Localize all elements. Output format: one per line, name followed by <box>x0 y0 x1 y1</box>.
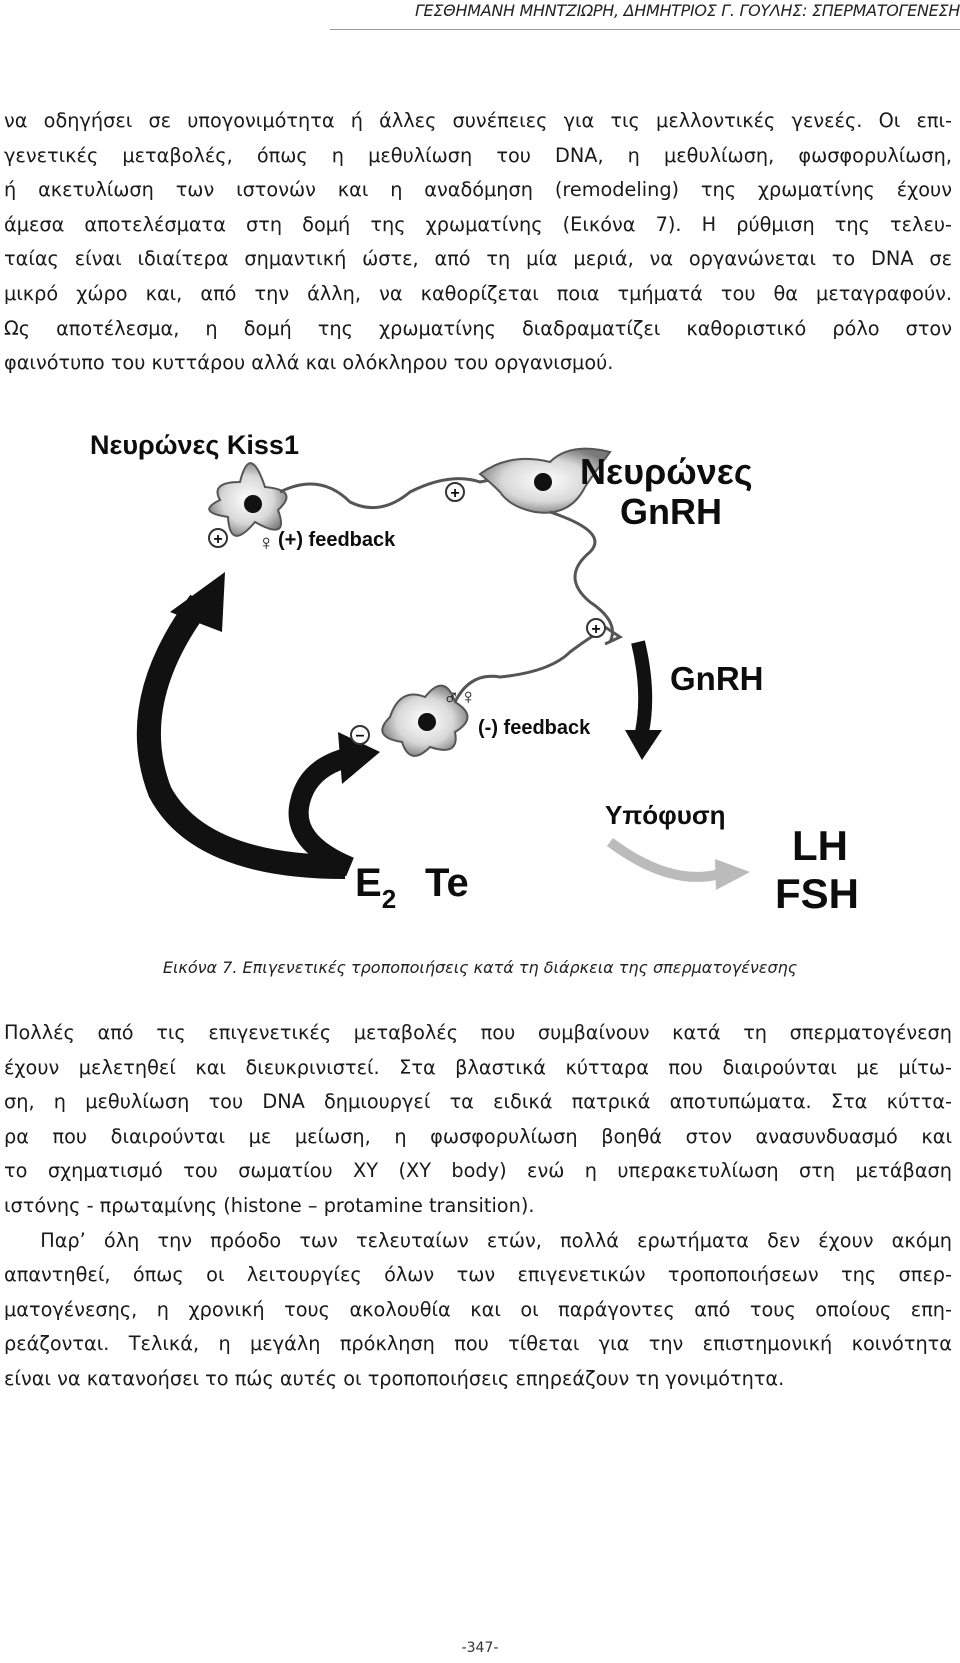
female-symbol-2: ♀ <box>460 684 477 709</box>
testosterone-label: Te <box>425 861 469 905</box>
running-header: ΓΕΣΘΗΜΑΝΗ ΜΗΝΤΖΙΩΡΗ, ΔΗΜΗΤΡΙΟΣ Γ. ΓΟΥΛΗΣ… <box>0 0 960 48</box>
text-line: ματογένεσης, η χρονική τους ακολουθία κα… <box>4 1297 952 1321</box>
text-line: ση, η μεθυλίωση του DNA δημιουργεί τα ει… <box>4 1090 952 1114</box>
plus-sign-1: + <box>208 528 228 548</box>
arrowhead-second <box>338 732 380 784</box>
female-symbol-1: ♀ <box>258 530 275 555</box>
text-line: να οδηγήσει σε υπογονιμότητα ή άλλες συν… <box>4 109 952 132</box>
svg-text:+: + <box>450 485 459 502</box>
text-line: μικρό χώρο και, από την άλλη, να καθορίζ… <box>4 281 952 305</box>
paragraph-2: Πολλές από τις επιγενετικές μεταβολές πο… <box>4 1016 952 1397</box>
kiss1-neuron <box>208 462 288 537</box>
gnrh-nucleus <box>534 473 552 491</box>
text-line: ιστόνης - πρωταμίνης (histone – protamin… <box>4 1193 535 1217</box>
pituitary-arrow <box>607 837 722 882</box>
text-line: έχουν μελετηθεί και διευκρινιστεί. Στα β… <box>4 1055 952 1079</box>
paragraph-1: να οδηγήσει σε υπογονιμότητα ή άλλες συν… <box>4 104 952 381</box>
kiss1-nucleus <box>244 495 262 513</box>
minus-sign: − <box>350 725 370 745</box>
gnrh-neurons-label-1: Νευρώνες <box>580 451 753 492</box>
lh-label: LH <box>792 822 848 869</box>
figure-caption: Εικόνα 7. Επιγενετικές τροποποιήσεις κατ… <box>162 958 798 977</box>
text-line: το σχηματισμό του σωματίου XY (XY body) … <box>4 1159 952 1183</box>
plus-sign-3: + <box>586 618 606 638</box>
pituitary-arrowhead <box>715 859 750 890</box>
svg-text:−: − <box>355 728 364 745</box>
positive-feedback-label: (+) feedback <box>278 529 396 551</box>
text-line: ρεάζονται. Τελικά, η μεγάλη πρόκληση που… <box>4 1332 952 1356</box>
text-line: είναι να κατανοήσει το πώς αυτές οι τροπ… <box>4 1366 785 1390</box>
text-line: Παρ’ όλη την πρόοδο των τελευταίων ετών,… <box>4 1228 952 1252</box>
estradiol-label: E2 <box>355 861 396 914</box>
hpg-axis-figure: + + + − Νευρώνες Kiss1 Νευρώνες GnRH ♀ (… <box>90 430 859 917</box>
text-line: απαντηθεί, όπως οι λειτουργίες όλων των … <box>4 1263 952 1287</box>
text-line: γενετικές μεταβολές, όπως η μεθυλίωση το… <box>4 143 952 167</box>
gnrh-axon <box>549 510 614 643</box>
plus-sign-2: + <box>445 482 465 502</box>
feedback-nucleus <box>418 713 436 731</box>
pituitary-label: Υπόφυση <box>605 800 726 830</box>
kiss1-label: Νευρώνες Kiss1 <box>90 430 299 460</box>
text-line: ή ακετυλίωση των ιστονών και η αναδόμηση… <box>4 178 952 202</box>
feedback-arrow-kiss1 <box>136 594 346 879</box>
gnrh-arrow <box>631 640 653 734</box>
text-line: άμεσα αποτελέσματα στη δομή της χρωματίν… <box>4 212 952 236</box>
arrowhead-kiss1 <box>170 572 225 632</box>
text-line: φαινότυπο του κυττάρου αλλά και ολόκληρο… <box>4 351 614 375</box>
running-title: ΓΕΣΘΗΜΑΝΗ ΜΗΝΤΖΙΩΡΗ, ΔΗΜΗΤΡΙΟΣ Γ. ΓΟΥΛΗΣ… <box>414 1 960 20</box>
text-line: ταίας είναι ιδιαίτερα σημαντική ώστε, απ… <box>4 247 952 271</box>
feedback-axon <box>453 630 601 703</box>
gnrh-arrowhead <box>625 730 662 760</box>
text-line: ρα που διαιρούνται με μείωση, η φωσφορυλ… <box>4 1124 952 1148</box>
header-rule <box>330 29 960 30</box>
feedback-neuron <box>381 684 469 757</box>
gnrh-terminal <box>604 625 624 646</box>
svg-text:+: + <box>591 621 600 638</box>
text-line: Πολλές από τις επιγενετικές μεταβολές πο… <box>4 1021 952 1044</box>
svg-text:+: + <box>213 531 222 548</box>
gnrh-neurons-label-2: GnRH <box>620 491 722 532</box>
text-line: Ως αποτέλεσμα, η δομή της χρωματίνης δια… <box>4 316 952 340</box>
gnrh-neuron <box>478 447 612 514</box>
fsh-label: FSH <box>775 870 859 917</box>
negative-feedback-label: (-) feedback <box>478 717 591 739</box>
male-symbol: ♂ <box>443 684 460 709</box>
page-number: -347- <box>461 1640 499 1656</box>
feedback-arrow-second <box>288 747 355 877</box>
gnrh-hormone-label: GnRH <box>670 660 764 697</box>
